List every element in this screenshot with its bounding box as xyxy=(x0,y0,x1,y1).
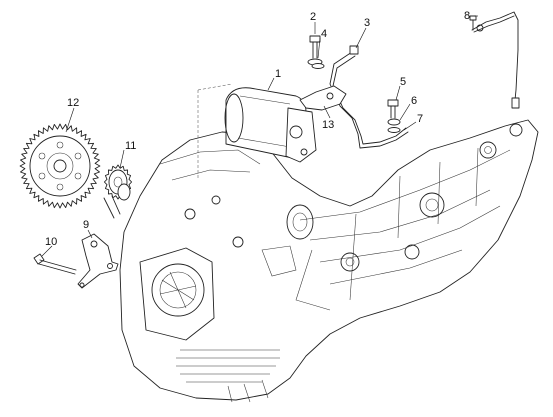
bolt-10 xyxy=(33,253,77,275)
gear-cluster xyxy=(103,164,133,219)
callout-9: 9 xyxy=(83,219,89,231)
ground-cable xyxy=(469,11,520,109)
callout-5: 5 xyxy=(400,76,406,88)
starter-cable xyxy=(329,45,409,149)
washer-4 xyxy=(307,58,325,69)
support-bracket xyxy=(299,85,347,111)
starter-motor xyxy=(197,83,317,178)
callout-6: 6 xyxy=(411,95,417,107)
washer-6 xyxy=(387,118,401,126)
callout-7: 7 xyxy=(417,113,423,125)
callout-8: 8 xyxy=(464,10,470,22)
callout-10: 10 xyxy=(45,236,57,248)
callout-labels: 1 2 3 4 5 6 7 8 9 10 11 12 13 xyxy=(45,10,470,248)
screw-5 xyxy=(387,99,399,119)
leader-lines xyxy=(41,15,478,257)
callout-1: 1 xyxy=(275,68,281,80)
retaining-plate xyxy=(77,233,119,289)
callout-11: 11 xyxy=(125,140,136,152)
starter-ring-gear xyxy=(19,123,101,209)
crankcase xyxy=(119,119,539,403)
callout-4: 4 xyxy=(321,28,327,40)
callout-12: 12 xyxy=(67,97,79,109)
callout-13: 13 xyxy=(322,119,334,131)
screw-2 xyxy=(309,35,321,59)
callout-2: 2 xyxy=(310,11,316,23)
washer-7 xyxy=(387,127,401,133)
callout-3: 3 xyxy=(364,17,370,29)
